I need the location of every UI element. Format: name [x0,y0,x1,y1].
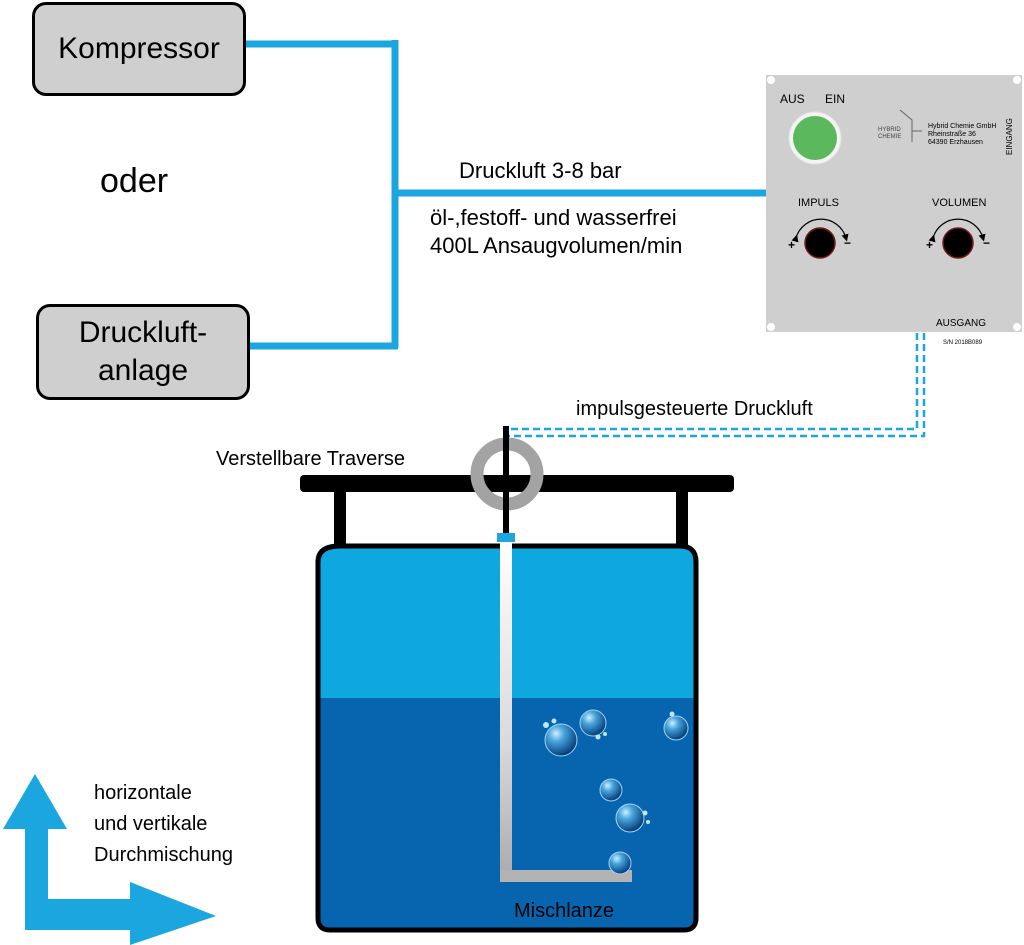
pulsed-air-label: impulsgesteuerte Druckluft [576,398,813,420]
mixing-line2: und vertikale [94,813,208,835]
traverse-label: Verstellbare Traverse [216,448,405,470]
impulse-minus: − [844,236,852,250]
traverse [300,426,734,548]
on-label: EIN [825,92,846,106]
compressed-air-plant-line2: anlage [97,354,189,387]
supply-pipes [244,40,768,350]
output-label: AUSGANG [936,318,987,329]
company-name: Hybrid Chemie GmbH [928,123,997,130]
impulse-plus: + [788,238,796,252]
serial-number: S/N 2018B089 [943,340,983,346]
volume-knob[interactable] [943,228,973,258]
lance-label: Mischlanze [514,900,615,922]
mixing-line1: horizontale [94,782,192,804]
off-label: AUS [780,92,805,106]
pulsed-air-line [503,333,926,438]
impulse-label: IMPULS [798,197,839,209]
or-label: oder [100,162,169,200]
volume-minus: − [983,236,991,250]
power-button[interactable] [793,116,837,160]
volume-knob-label: VOLUMEN [932,197,987,209]
logo-bottom: CHEMIE [878,134,902,140]
compressor-box: Kompressor [32,2,246,96]
company-city: 64390 Erzhausen [928,139,983,146]
mixing-line3: Durchmischung [94,844,233,866]
control-panel-details [766,75,1022,332]
quality-label: öl-,festoff- und wasserfrei [430,205,677,230]
company-street: Rheinstraße 36 [928,131,976,138]
input-label: EINGANG [1005,118,1014,155]
compressed-air-plant-line1: Druckluft- [78,316,208,349]
logo-top: HYBRID [878,127,901,133]
impulse-knob[interactable] [805,228,835,258]
volume-plus: + [926,238,934,252]
compressed-air-plant-box: Druckluft- anlage [36,304,250,400]
mixing-lance [497,533,632,882]
mixing-direction-arrows [3,774,216,945]
pressure-label: Druckluft 3-8 bar [459,158,622,183]
bubbles [543,709,689,875]
volume-label: 400L Ansaugvolumen/min [430,233,683,258]
compressor-label: Kompressor [58,32,220,65]
